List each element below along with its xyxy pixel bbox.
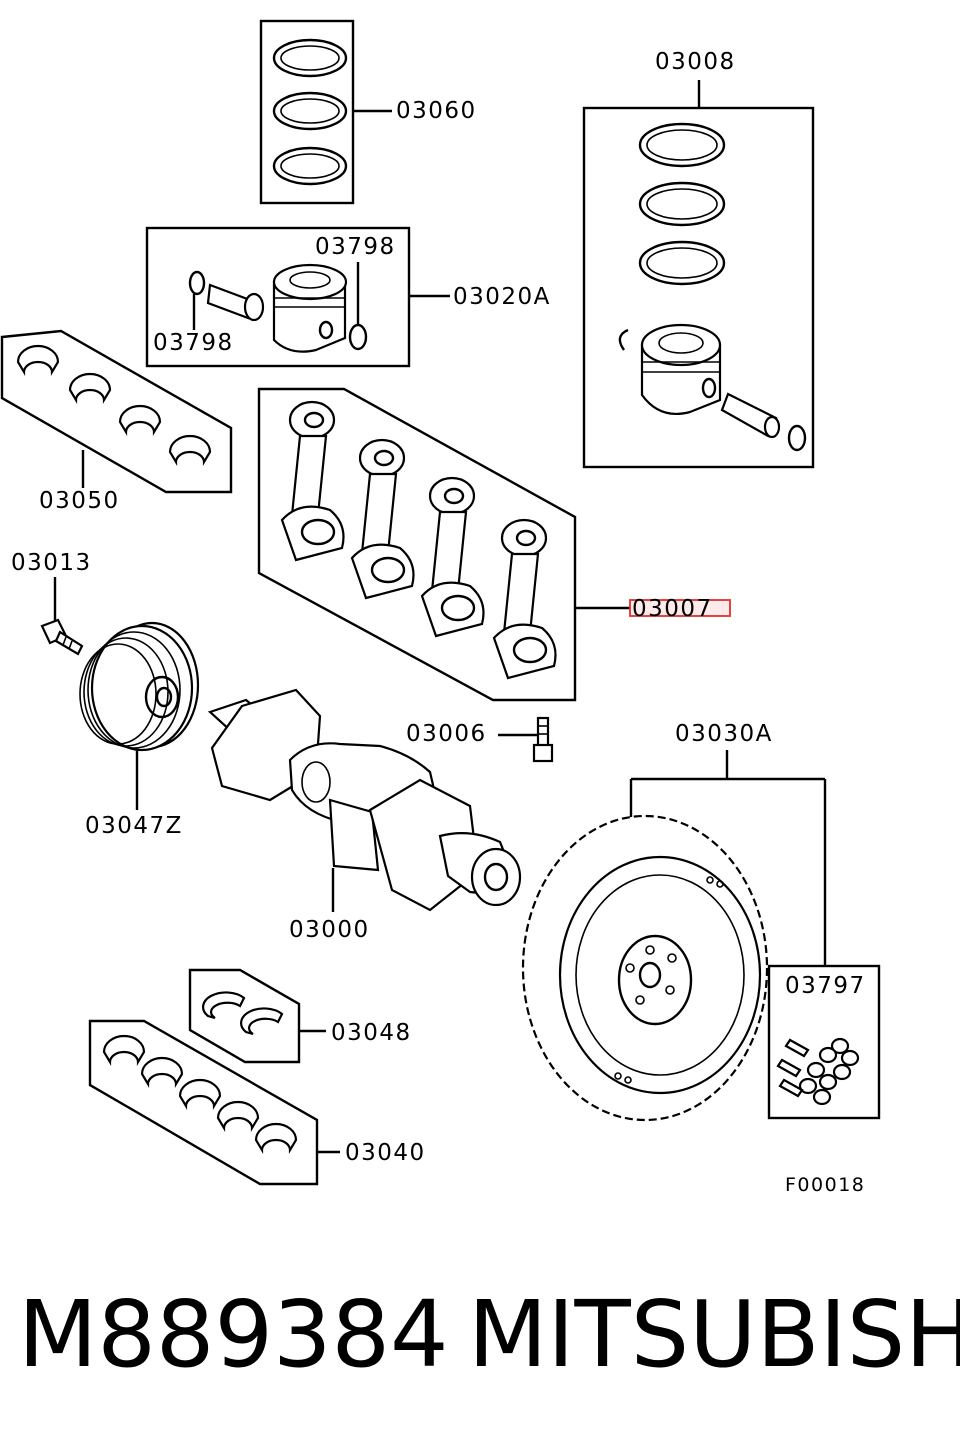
- connecting-rod-set-03007: [257, 387, 731, 702]
- bolt-03013: [40, 577, 84, 656]
- piston-kit-03008: [582, 80, 815, 469]
- thrust-bearing-03048: [188, 968, 326, 1064]
- callout-03040[interactable]: 03040: [345, 1140, 426, 1166]
- figure-code: F00018: [785, 1174, 865, 1196]
- callout-03048[interactable]: 03048: [331, 1020, 412, 1046]
- bolt-03006: [498, 716, 554, 763]
- callout-03050[interactable]: 03050: [39, 488, 120, 514]
- callout-03030A[interactable]: 03030A: [675, 721, 773, 747]
- crankshaft-03000: [207, 688, 522, 912]
- bearing-set-03050: [0, 329, 233, 494]
- callout-03007[interactable]: 03007: [632, 596, 713, 622]
- brand-title: MITSUBISHI: [468, 1281, 960, 1388]
- piston-assembly-03020A: [145, 226, 450, 368]
- callout-03797[interactable]: 03797: [785, 973, 866, 999]
- damper-pulley-03047Z: [79, 621, 200, 810]
- callout-03000[interactable]: 03000: [289, 917, 370, 943]
- callout-03020A[interactable]: 03020A: [453, 284, 551, 310]
- flywheel-03030A: [521, 750, 827, 1122]
- callout-03013[interactable]: 03013: [11, 550, 92, 576]
- part-number-title: M889384: [18, 1281, 449, 1388]
- piston-ring-set-03060: [259, 19, 392, 205]
- main-bearing-set-03040: [88, 1019, 340, 1186]
- callout-03047Z[interactable]: 03047Z: [85, 813, 183, 839]
- callout-03798-top[interactable]: 03798: [315, 234, 396, 260]
- highlight-box: [629, 599, 731, 617]
- callout-03060[interactable]: 03060: [396, 98, 477, 124]
- bolt-set-03797: [767, 964, 881, 1120]
- callout-03006[interactable]: 03006: [406, 721, 487, 747]
- callout-03008[interactable]: 03008: [655, 49, 736, 75]
- callout-03798-bottom[interactable]: 03798: [153, 330, 234, 356]
